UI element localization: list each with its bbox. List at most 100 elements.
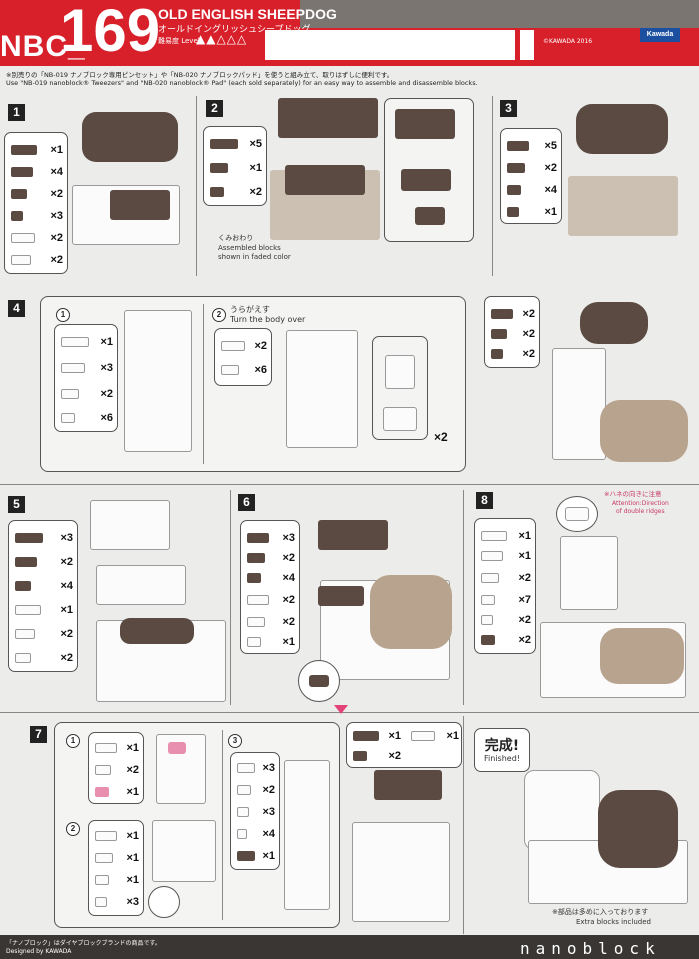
qty: ×7 (518, 594, 531, 606)
step-1-assembly-top (82, 112, 178, 162)
qty: ×5 (544, 140, 557, 152)
step-4-body-white (552, 348, 606, 460)
qty: ×3 (100, 362, 113, 374)
attention-en-2: of double ridges (616, 508, 665, 515)
extra-blocks-jp: ※部品は多めに入っております (552, 908, 649, 916)
attention-jp: ※ハネの向きに注意 (604, 490, 662, 498)
qty: ×2 (60, 652, 73, 664)
nanoblock-logo: nanoblock (520, 939, 661, 958)
step-3-badge: 3 (500, 100, 517, 117)
step-5-badge: 5 (8, 496, 25, 513)
step-5-assembly-top (90, 500, 170, 550)
level-label: 難易度 Level (158, 37, 200, 45)
footer: 「ナノブロック」はダイヤブロックブランドの商品です。 Designed by K… (0, 935, 699, 959)
step-6-assembly-back (370, 575, 452, 649)
qty: ×6 (100, 412, 113, 424)
step-4-right-parts-list: ×2 ×2 ×2 (484, 296, 540, 368)
qty: ×1 (126, 852, 139, 864)
product-title: OLD ENGLISH SHEEPDOG (158, 6, 337, 22)
footer-designer: Designed by KAWADA (6, 948, 72, 955)
step-7-sub-2: 2 (66, 822, 80, 836)
qty: ×2 (522, 308, 535, 320)
qty: ×2 (50, 232, 63, 244)
qty: ×4 (60, 580, 73, 592)
qty: ×2 (282, 552, 295, 564)
qty: ×1 (282, 636, 295, 648)
qty: ×2 (282, 616, 295, 628)
qty: ×4 (282, 572, 295, 584)
step-7-1-parts-list: ×1 ×2 ×1 (88, 732, 144, 804)
series-code: NBC_ (0, 30, 86, 63)
qty: ×1 (126, 786, 139, 798)
step-4-badge: 4 (8, 300, 25, 317)
finished-dog-head (524, 770, 600, 850)
qty: ×1 (249, 162, 262, 174)
step-7-assembly-body (352, 822, 450, 922)
divider (230, 490, 231, 705)
step-5-assembly-dark (120, 618, 194, 644)
note-jp: ※別売りの「NB-019 ナノブロック専用ピンセット」や「NB-020 ナノブロ… (6, 71, 394, 79)
qty: ×3 (282, 532, 295, 544)
step-5-assembly-mid (96, 565, 186, 605)
qty: ×2 (518, 614, 531, 626)
step-3-assembly-top (576, 104, 668, 154)
step-2-note-jp: くみおわり (218, 234, 254, 242)
step-2-parts-list: ×5 ×1 ×2 (203, 126, 267, 206)
qty: ×2 (262, 784, 275, 796)
qty: ×2 (254, 340, 267, 352)
qty: ×4 (262, 828, 275, 840)
level-rating: ▲▲△△△ (196, 32, 248, 46)
qty: ×2 (522, 328, 535, 340)
step-6-parts-list: ×3 ×2 ×4 ×2 ×2 ×1 (240, 520, 300, 654)
qty: ×1 (126, 830, 139, 842)
divider (0, 484, 699, 485)
step-4-head-ring (580, 302, 648, 344)
step-3-assembly-base (568, 176, 678, 236)
step-1-assembly-dark (110, 190, 170, 220)
step-4-body-tan (600, 400, 688, 462)
qty: ×2 (522, 348, 535, 360)
step-4-subassembly-box (372, 336, 428, 440)
footer-note: 「ナノブロック」はダイヤブロックブランドの商品です。 (6, 940, 161, 947)
copyright: ©KAWADA 2016 (543, 38, 593, 45)
step-2-note-en: Assembled blocks (218, 244, 281, 252)
divider (463, 490, 464, 705)
step-3-parts-list: ×5 ×2 ×4 ×1 (500, 128, 562, 224)
step-2-subassembly-box (384, 98, 474, 242)
step-4-sub-2: 2 (212, 308, 226, 322)
qty: ×2 (100, 388, 113, 400)
qty: ×4 (50, 166, 63, 178)
step-2-note-en-2: shown in faded color (218, 253, 291, 261)
step-4-times: ×2 (434, 430, 448, 444)
qty: ×2 (388, 750, 401, 762)
qty: ×2 (544, 162, 557, 174)
qty: ×5 (249, 138, 262, 150)
step-7-badge: 7 (30, 726, 47, 743)
qty: ×4 (544, 184, 557, 196)
attention-detail (556, 496, 598, 532)
qty: ×2 (60, 628, 73, 640)
qty: ×3 (50, 210, 63, 222)
qty: ×2 (518, 634, 531, 646)
divider (0, 712, 699, 713)
step-4-1-parts-list: ×1 ×3 ×2 ×6 (54, 324, 118, 432)
step-8-badge: 8 (476, 492, 493, 509)
step-6-badge: 6 (238, 494, 255, 511)
step-6-assembly-top (318, 520, 388, 550)
finished-jp: 完成! (484, 738, 520, 754)
qty: ×1 (50, 144, 63, 156)
step-7-1-pink-brick (168, 742, 186, 754)
qty: ×3 (262, 762, 275, 774)
kawada-logo: Kawada (640, 28, 680, 42)
step-6-detail-circle (298, 660, 340, 702)
step-4-2-parts-list: ×2 ×6 (214, 328, 272, 386)
divider (492, 96, 493, 276)
qty: ×2 (282, 594, 295, 606)
divider (196, 96, 197, 276)
age-box (520, 30, 534, 60)
step-4-sub-1: 1 (56, 308, 70, 322)
qty: ×6 (254, 364, 267, 376)
qty: ×3 (126, 896, 139, 908)
qty: ×1 (544, 206, 557, 218)
step-7-sub-1: 1 (66, 734, 80, 748)
